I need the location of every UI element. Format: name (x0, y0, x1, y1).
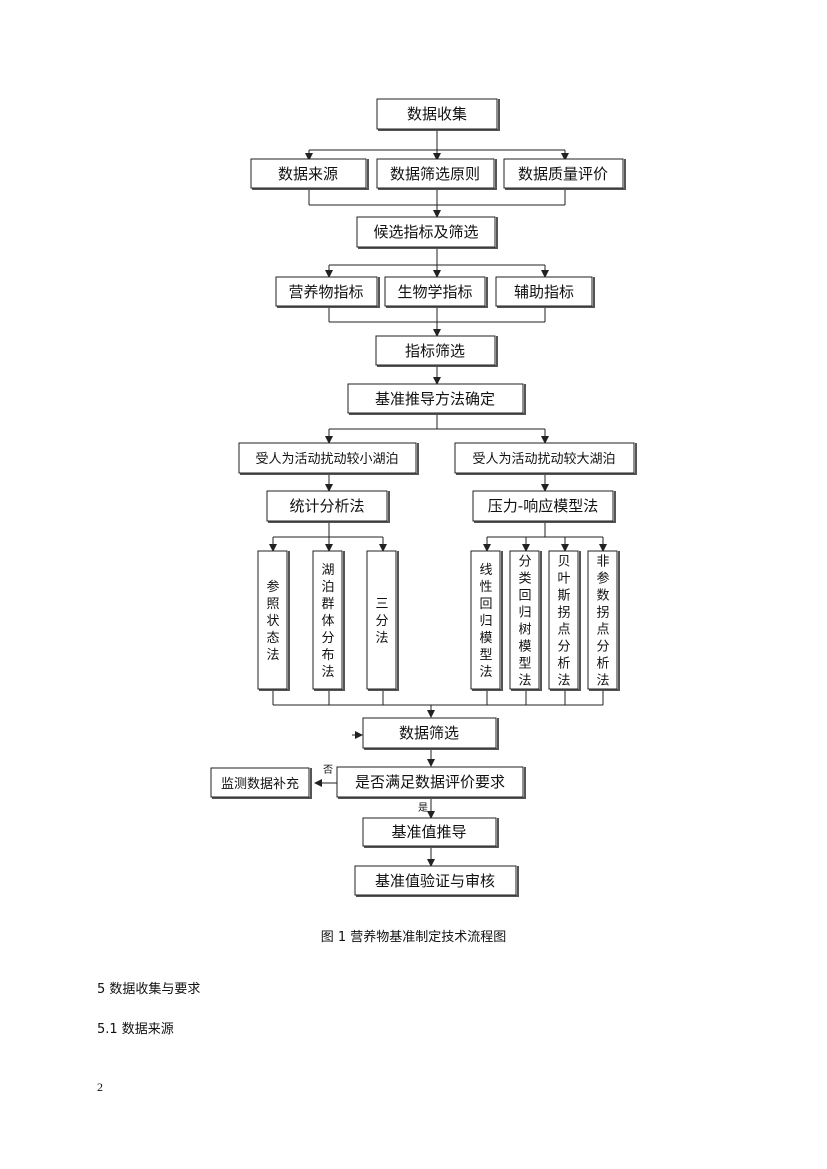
svg-text:数据筛选原则: 数据筛选原则 (390, 165, 480, 183)
node-indicator-screening: 指标筛选 (375, 335, 496, 366)
svg-text:基准值验证与审核: 基准值验证与审核 (375, 872, 495, 890)
page-number: 2 (97, 1080, 103, 1094)
node-lake-distribution-method: 湖泊群体分布法 (312, 550, 343, 690)
svg-text:非参数拐点分析法: 非参数拐点分析法 (596, 555, 609, 689)
section-heading-5: 5 数据收集与要求 (97, 982, 201, 997)
node-auxiliary-indicators: 辅助指标 (495, 276, 593, 307)
svg-text:辅助指标: 辅助指标 (514, 283, 574, 301)
svg-text:受人为活动扰动较大湖泊: 受人为活动扰动较大湖泊 (472, 452, 615, 467)
node-nonparametric-method: 非参数拐点分析法 (587, 550, 618, 690)
svg-text:数据来源: 数据来源 (278, 165, 338, 183)
svg-text:三分法: 三分法 (375, 597, 388, 646)
node-derive-criteria-value: 基准值推导 (362, 817, 497, 847)
svg-text:数据收集: 数据收集 (407, 105, 467, 123)
node-monitoring-supplement: 监测数据补充 (210, 767, 310, 798)
node-reference-state-method: 参照状态法 (257, 550, 288, 690)
svg-text:基准推导方法确定: 基准推导方法确定 (375, 390, 495, 408)
node-classification-tree-method: 分类回归树模型法 (509, 550, 540, 690)
node-data-source: 数据来源 (250, 158, 367, 189)
node-statistical-analysis: 统计分析法 (266, 490, 388, 522)
svg-text:参照状态法: 参照状态法 (266, 579, 279, 663)
svg-text:统计分析法: 统计分析法 (289, 497, 364, 515)
node-small-disturbance-lake: 受人为活动扰动较小湖泊 (238, 442, 417, 474)
no-label: 否 (323, 764, 333, 776)
node-data-collection: 数据收集 (376, 98, 498, 130)
box-shadows (212, 99, 637, 897)
node-verify-and-review: 基准值验证与审核 (354, 865, 517, 896)
yes-label: 是 (418, 802, 428, 814)
svg-text:压力-响应模型法: 压力-响应模型法 (488, 497, 598, 515)
svg-text:指标筛选: 指标筛选 (405, 342, 465, 360)
node-nutrient-indicators: 营养物指标 (275, 276, 378, 307)
node-candidate-indicators: 候选指标及筛选 (356, 216, 496, 248)
svg-text:数据质量评价: 数据质量评价 (518, 165, 608, 183)
svg-text:贝叶斯拐点分析法: 贝叶斯拐点分析法 (557, 555, 570, 689)
node-derivation-method: 基准推导方法确定 (347, 383, 524, 414)
node-pressure-response-model: 压力-响应模型法 (472, 490, 614, 522)
svg-text:数据筛选: 数据筛选 (399, 724, 459, 742)
figure-caption: 图 1 营养物基准制定技术流程图 (320, 930, 507, 945)
node-bayesian-method: 贝叶斯拐点分析法 (548, 550, 579, 690)
svg-text:基准值推导: 基准值推导 (391, 823, 466, 841)
svg-text:候选指标及筛选: 候选指标及筛选 (373, 223, 478, 241)
svg-text:分类回归树模型法: 分类回归树模型法 (518, 555, 531, 689)
node-data-screening-principle: 数据筛选原则 (376, 158, 495, 189)
node-data-quality-evaluation: 数据质量评价 (503, 158, 624, 189)
svg-text:监测数据补充: 监测数据补充 (221, 776, 299, 792)
node-meets-evaluation-requirement: 是否满足数据评价要求 (336, 766, 524, 798)
svg-text:生物学指标: 生物学指标 (397, 283, 472, 301)
section-heading-5-1: 5.1 数据来源 (97, 1022, 174, 1037)
node-trisection-method: 三分法 (366, 550, 397, 690)
svg-text:湖泊群体分布法: 湖泊群体分布法 (321, 563, 334, 680)
connectors (269, 129, 607, 867)
node-biological-indicators: 生物学指标 (384, 276, 486, 307)
svg-text:是否满足数据评价要求: 是否满足数据评价要求 (355, 773, 505, 791)
flowchart: 数据收集 数据来源 数据筛选原则 数据质量评价 候选指标及筛选 营养物指标 生物… (210, 98, 637, 897)
node-data-screening: 数据筛选 (362, 717, 497, 749)
node-large-disturbance-lake: 受人为活动扰动较大湖泊 (454, 442, 635, 474)
svg-text:受人为活动扰动较小湖泊: 受人为活动扰动较小湖泊 (255, 452, 398, 467)
svg-text:线性回归模型法: 线性回归模型法 (479, 563, 492, 680)
svg-text:营养物指标: 营养物指标 (288, 283, 363, 301)
node-linear-regression-method: 线性回归模型法 (470, 550, 501, 690)
